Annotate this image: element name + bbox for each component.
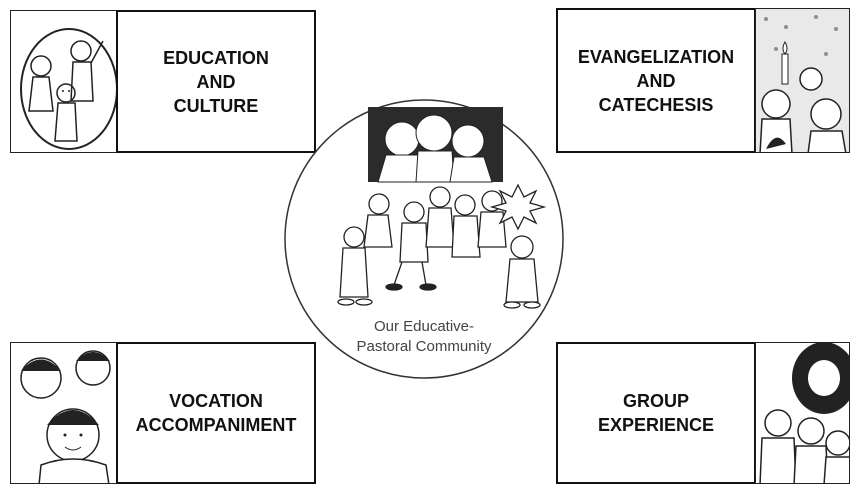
vocation-accompaniment-label: VOCATION ACCOMPANIMENT — [135, 391, 297, 435]
group-experience-box: GROUP EXPERIENCE — [556, 342, 756, 484]
vocation-illustration — [10, 342, 118, 484]
vocation-accompaniment-box: VOCATION ACCOMPANIMENT — [116, 342, 316, 484]
children-group-drawing-icon — [337, 183, 547, 309]
community-hub: Our Educative- Pastoral Community — [282, 97, 566, 381]
faces-drawing-icon — [20, 350, 111, 483]
education-illustration — [10, 10, 118, 153]
hub-caption-line-1: Our Educative- — [373, 318, 475, 335]
family-drawing-icon — [368, 107, 503, 183]
evangelization-catechesis-label: EVANGELIZATION AND CATECHESIS — [577, 46, 735, 115]
evangelization-catechesis-box: EVANGELIZATION AND CATECHESIS — [556, 8, 756, 153]
education-culture-box: EDUCATION AND CULTURE — [116, 10, 316, 153]
group-drawing-icon — [759, 343, 849, 483]
community-circle — [284, 99, 564, 379]
evangelization-illustration — [755, 8, 850, 153]
hub-caption-line-2: Pastoral Community — [356, 338, 492, 355]
group-experience-illustration — [755, 342, 850, 484]
children-drawing-icon — [20, 28, 117, 150]
education-culture-label: EDUCATION AND CULTURE — [163, 47, 269, 116]
hub-caption: Our Educative- Pastoral Community — [324, 317, 524, 357]
group-experience-label: GROUP EXPERIENCE — [597, 391, 715, 435]
candle-group-drawing-icon — [756, 9, 849, 152]
